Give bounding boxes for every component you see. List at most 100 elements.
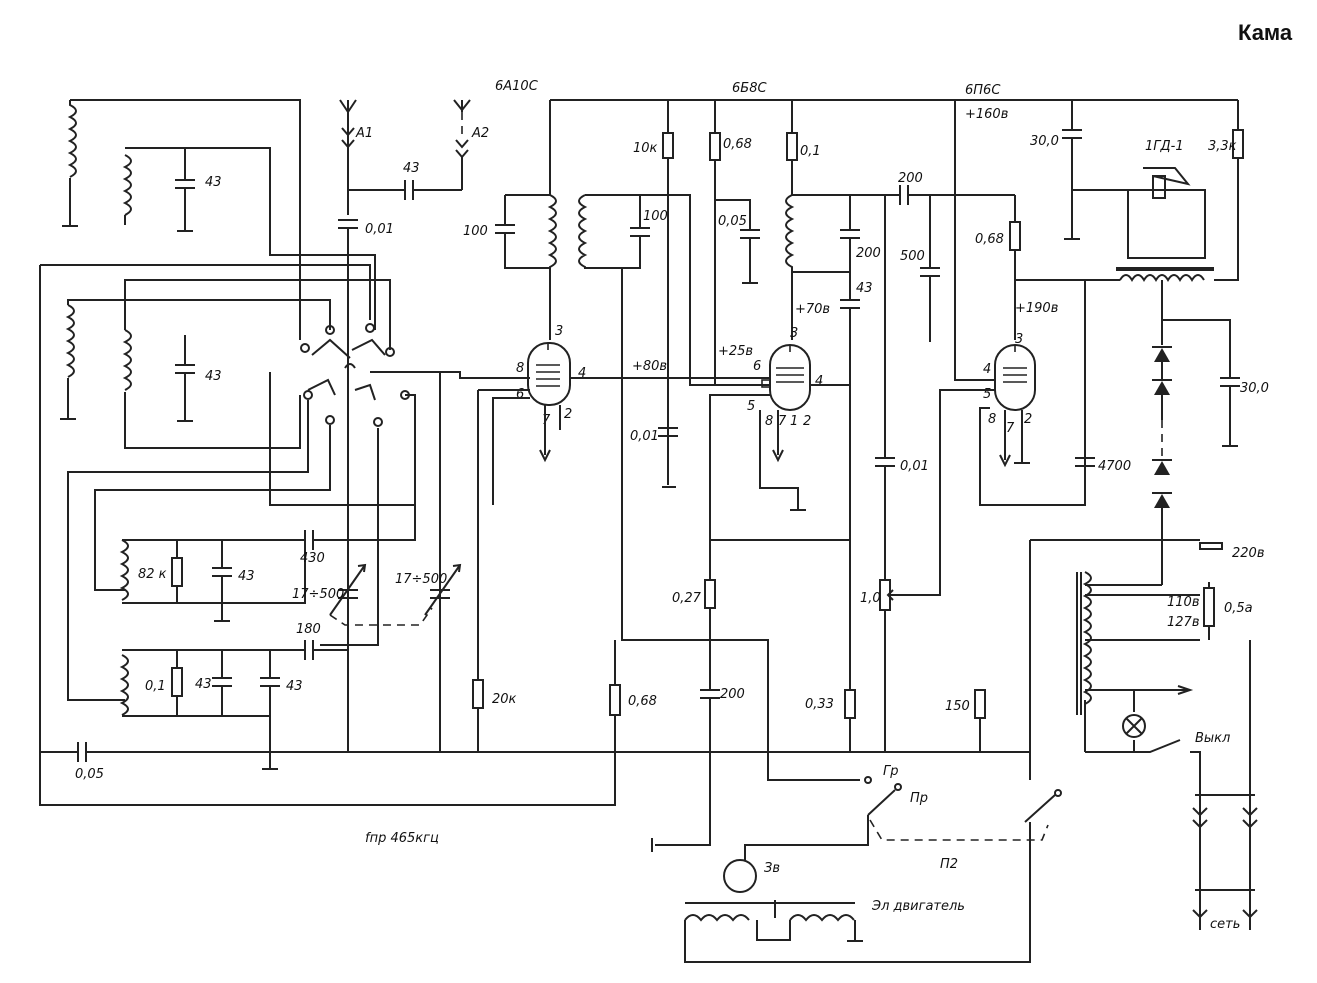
pin: 7 xyxy=(1006,421,1015,436)
coil xyxy=(119,539,129,601)
cap-label: 17÷500 xyxy=(292,587,344,602)
cap-label: 30,0 xyxy=(1030,134,1059,149)
resistor xyxy=(974,689,986,719)
pin: 2 xyxy=(803,414,811,429)
wire xyxy=(269,372,416,506)
cap-label: 17÷500 xyxy=(395,572,447,587)
tube-label-1: 6А10С xyxy=(495,79,539,94)
tube-label-3: 6П6С xyxy=(965,83,1001,98)
pin: 7 xyxy=(542,413,551,428)
fuse xyxy=(1203,587,1215,627)
capacitor xyxy=(304,640,348,660)
mains-label: сеть xyxy=(1210,917,1240,932)
wire xyxy=(1084,584,1200,752)
terminal xyxy=(1054,789,1062,797)
terminal xyxy=(864,776,872,784)
tube-6p6c xyxy=(994,344,1036,411)
cap-label: 0,05 xyxy=(718,214,747,229)
cap-label: 43 xyxy=(205,369,222,384)
wire xyxy=(424,563,462,616)
resistor xyxy=(472,679,484,709)
pin: 4 xyxy=(815,374,823,389)
wire xyxy=(62,178,78,227)
capacitor xyxy=(304,505,416,550)
pin: 6 xyxy=(516,387,524,402)
capacitor xyxy=(430,589,450,599)
res-label: 82 к xyxy=(138,567,167,582)
wire xyxy=(869,819,1049,841)
pin: 6 xyxy=(753,359,761,374)
capacitor xyxy=(715,199,760,284)
pin: 5 xyxy=(747,399,755,414)
power-label: 0,5а xyxy=(1224,601,1253,616)
wire xyxy=(759,410,806,511)
wire xyxy=(329,607,433,626)
wire xyxy=(122,539,306,604)
terminal xyxy=(894,783,902,791)
coil xyxy=(65,304,75,378)
cap-label: 500 xyxy=(900,249,925,264)
wire xyxy=(440,371,530,379)
output-transformer xyxy=(1015,267,1214,282)
resistor xyxy=(844,689,856,719)
wire xyxy=(477,389,530,680)
cap-label: 0,05 xyxy=(75,767,104,782)
cap-label: 43 xyxy=(286,679,303,694)
cap-label: 200 xyxy=(898,171,923,186)
tube-6a10c xyxy=(527,342,571,406)
turntable-motor-icon xyxy=(723,859,757,893)
motor-label: Эл двигатель xyxy=(871,899,965,914)
cap-label: 30,0 xyxy=(1240,381,1269,396)
capacitor xyxy=(920,195,940,342)
wire xyxy=(370,371,441,752)
cap-label: 43 xyxy=(403,161,420,176)
wire xyxy=(320,428,379,646)
wire xyxy=(1076,572,1082,715)
diode xyxy=(1154,381,1170,395)
wire xyxy=(651,608,720,852)
resistor xyxy=(1232,129,1244,159)
capacitor xyxy=(1162,319,1240,447)
resistor xyxy=(171,667,183,697)
pin: 4 xyxy=(578,366,586,381)
wire xyxy=(1195,794,1255,891)
power-label: 110в xyxy=(1167,595,1199,610)
band-switch xyxy=(300,323,410,427)
wire xyxy=(348,180,462,200)
switch-label: Гр xyxy=(883,764,899,779)
resistor xyxy=(662,132,674,159)
pin: 3 xyxy=(555,324,563,339)
resistor xyxy=(709,132,721,161)
wire xyxy=(884,589,895,752)
pin: 1 xyxy=(790,414,798,429)
switch-label: П2 xyxy=(940,857,958,872)
diode xyxy=(1154,494,1170,508)
cap-label: 180 xyxy=(296,622,321,637)
antenna-a1 xyxy=(339,99,357,215)
wire xyxy=(94,425,331,591)
resistor xyxy=(171,557,183,587)
wire xyxy=(67,400,309,701)
coil xyxy=(122,154,132,216)
wire xyxy=(585,194,770,386)
pilot-lamp-icon xyxy=(1122,714,1146,738)
coil xyxy=(547,194,557,340)
pin: 5 xyxy=(983,387,991,402)
capacitor xyxy=(175,148,195,232)
cap-label: 43 xyxy=(195,677,212,692)
voltage-label: +80в xyxy=(632,359,667,374)
capacitor xyxy=(850,185,1015,205)
wire xyxy=(1085,640,1251,930)
wire xyxy=(338,219,358,752)
wire xyxy=(124,279,391,350)
res-label: 10к xyxy=(633,141,658,156)
cap-label: 0,01 xyxy=(365,222,394,237)
diode xyxy=(1154,461,1170,475)
tube-6b8c xyxy=(761,344,811,411)
wire xyxy=(70,99,301,340)
diode xyxy=(1154,348,1170,362)
voltage-selector xyxy=(1199,542,1223,550)
wire xyxy=(539,405,561,463)
cap-label: 200 xyxy=(720,687,745,702)
